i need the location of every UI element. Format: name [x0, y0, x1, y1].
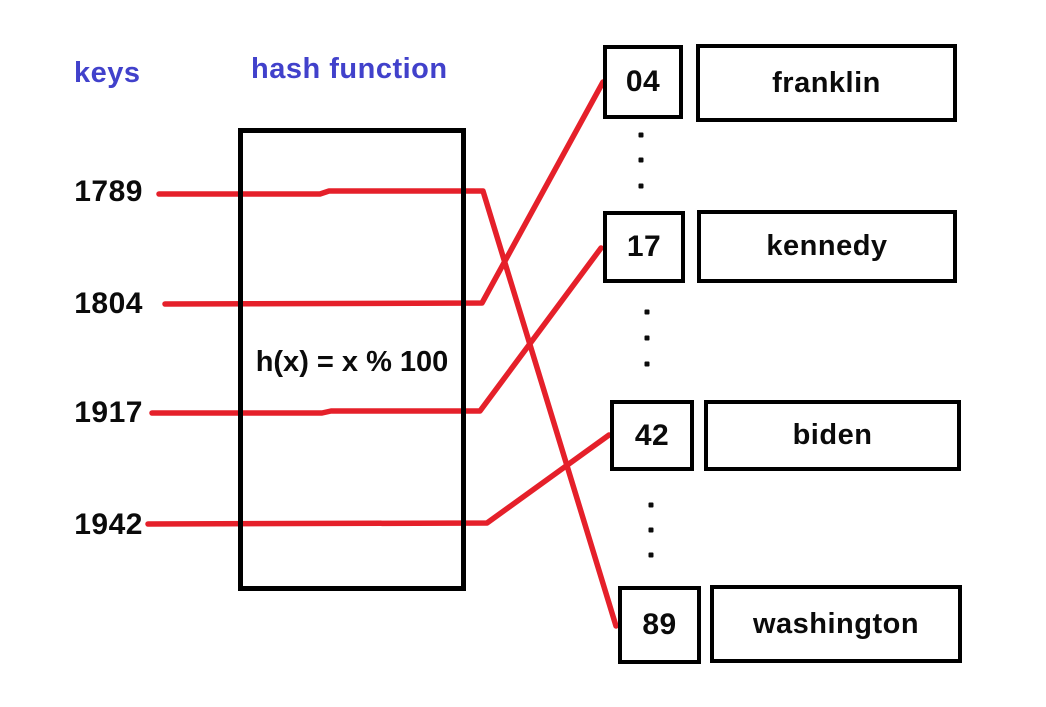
ellipsis-dot	[644, 335, 650, 341]
ellipsis-dot	[648, 552, 654, 558]
keys-label: keys	[74, 57, 141, 89]
slot-value-franklin: franklin	[696, 44, 957, 122]
slot-index-42: 42	[610, 400, 694, 471]
ellipsis-dot	[638, 183, 644, 189]
hash-function-box	[238, 128, 466, 591]
key-1917: 1917	[74, 396, 143, 429]
connector-1917-to-17	[149, 245, 604, 416]
key-1942: 1942	[74, 508, 143, 541]
ellipsis-dot	[644, 309, 650, 315]
slot-value-biden: biden	[704, 400, 961, 471]
slot-index-89: 89	[618, 586, 701, 664]
hash-function-label: hash function	[251, 53, 448, 85]
slot-value-washington: washington	[710, 585, 962, 663]
hash-formula-text: h(x) = x % 100	[255, 346, 449, 378]
ellipsis-dot	[648, 502, 654, 508]
slot-index-17: 17	[603, 211, 685, 283]
ellipsis-dot	[644, 361, 650, 367]
ellipsis-dot	[638, 132, 644, 138]
connector-1789-to-89	[156, 188, 619, 629]
ellipsis-dot	[638, 157, 644, 163]
slot-value-kennedy: kennedy	[697, 210, 957, 283]
slot-index-04: 04	[603, 45, 683, 119]
ellipsis-dot	[648, 527, 654, 533]
key-1789: 1789	[74, 175, 143, 208]
connector-1804-to-04	[162, 79, 606, 307]
key-1804: 1804	[74, 287, 143, 320]
connector-1942-to-42	[145, 432, 612, 527]
